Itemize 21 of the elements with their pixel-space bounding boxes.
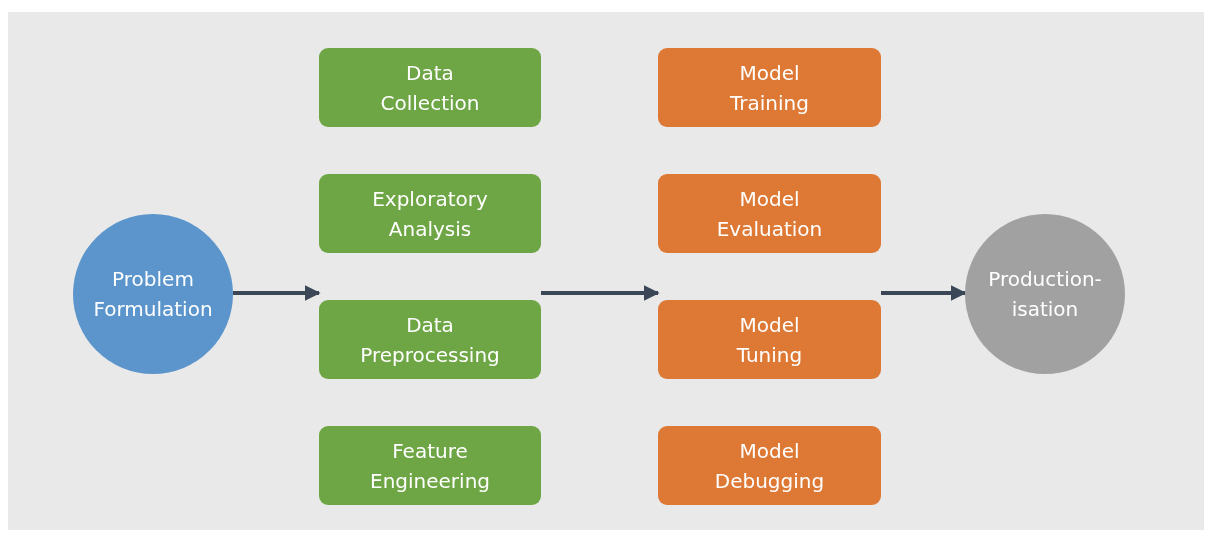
process-box <box>319 300 541 379</box>
process-box <box>658 174 881 253</box>
process-box <box>319 48 541 127</box>
node-label: Model Evaluation <box>715 185 824 243</box>
process-box <box>319 426 541 505</box>
node-label: Data Collection <box>379 59 481 117</box>
arrow <box>881 285 967 301</box>
node-label: Exploratory Analysis <box>371 185 489 243</box>
node-label: Model Debugging <box>713 437 826 495</box>
node-label: Model Tuning <box>735 311 804 369</box>
process-box <box>658 300 881 379</box>
node-label: Data Preprocessing <box>360 311 500 369</box>
arrow <box>233 285 321 301</box>
arrow <box>541 285 660 301</box>
node-label: Feature Engineering <box>369 437 491 495</box>
node-label: Model Training <box>729 59 810 117</box>
process-box <box>658 426 881 505</box>
node-label: Problem Formulation <box>92 266 214 323</box>
process-box <box>319 174 541 253</box>
node-label: Production-isation <box>987 266 1103 323</box>
process-box <box>658 48 881 127</box>
